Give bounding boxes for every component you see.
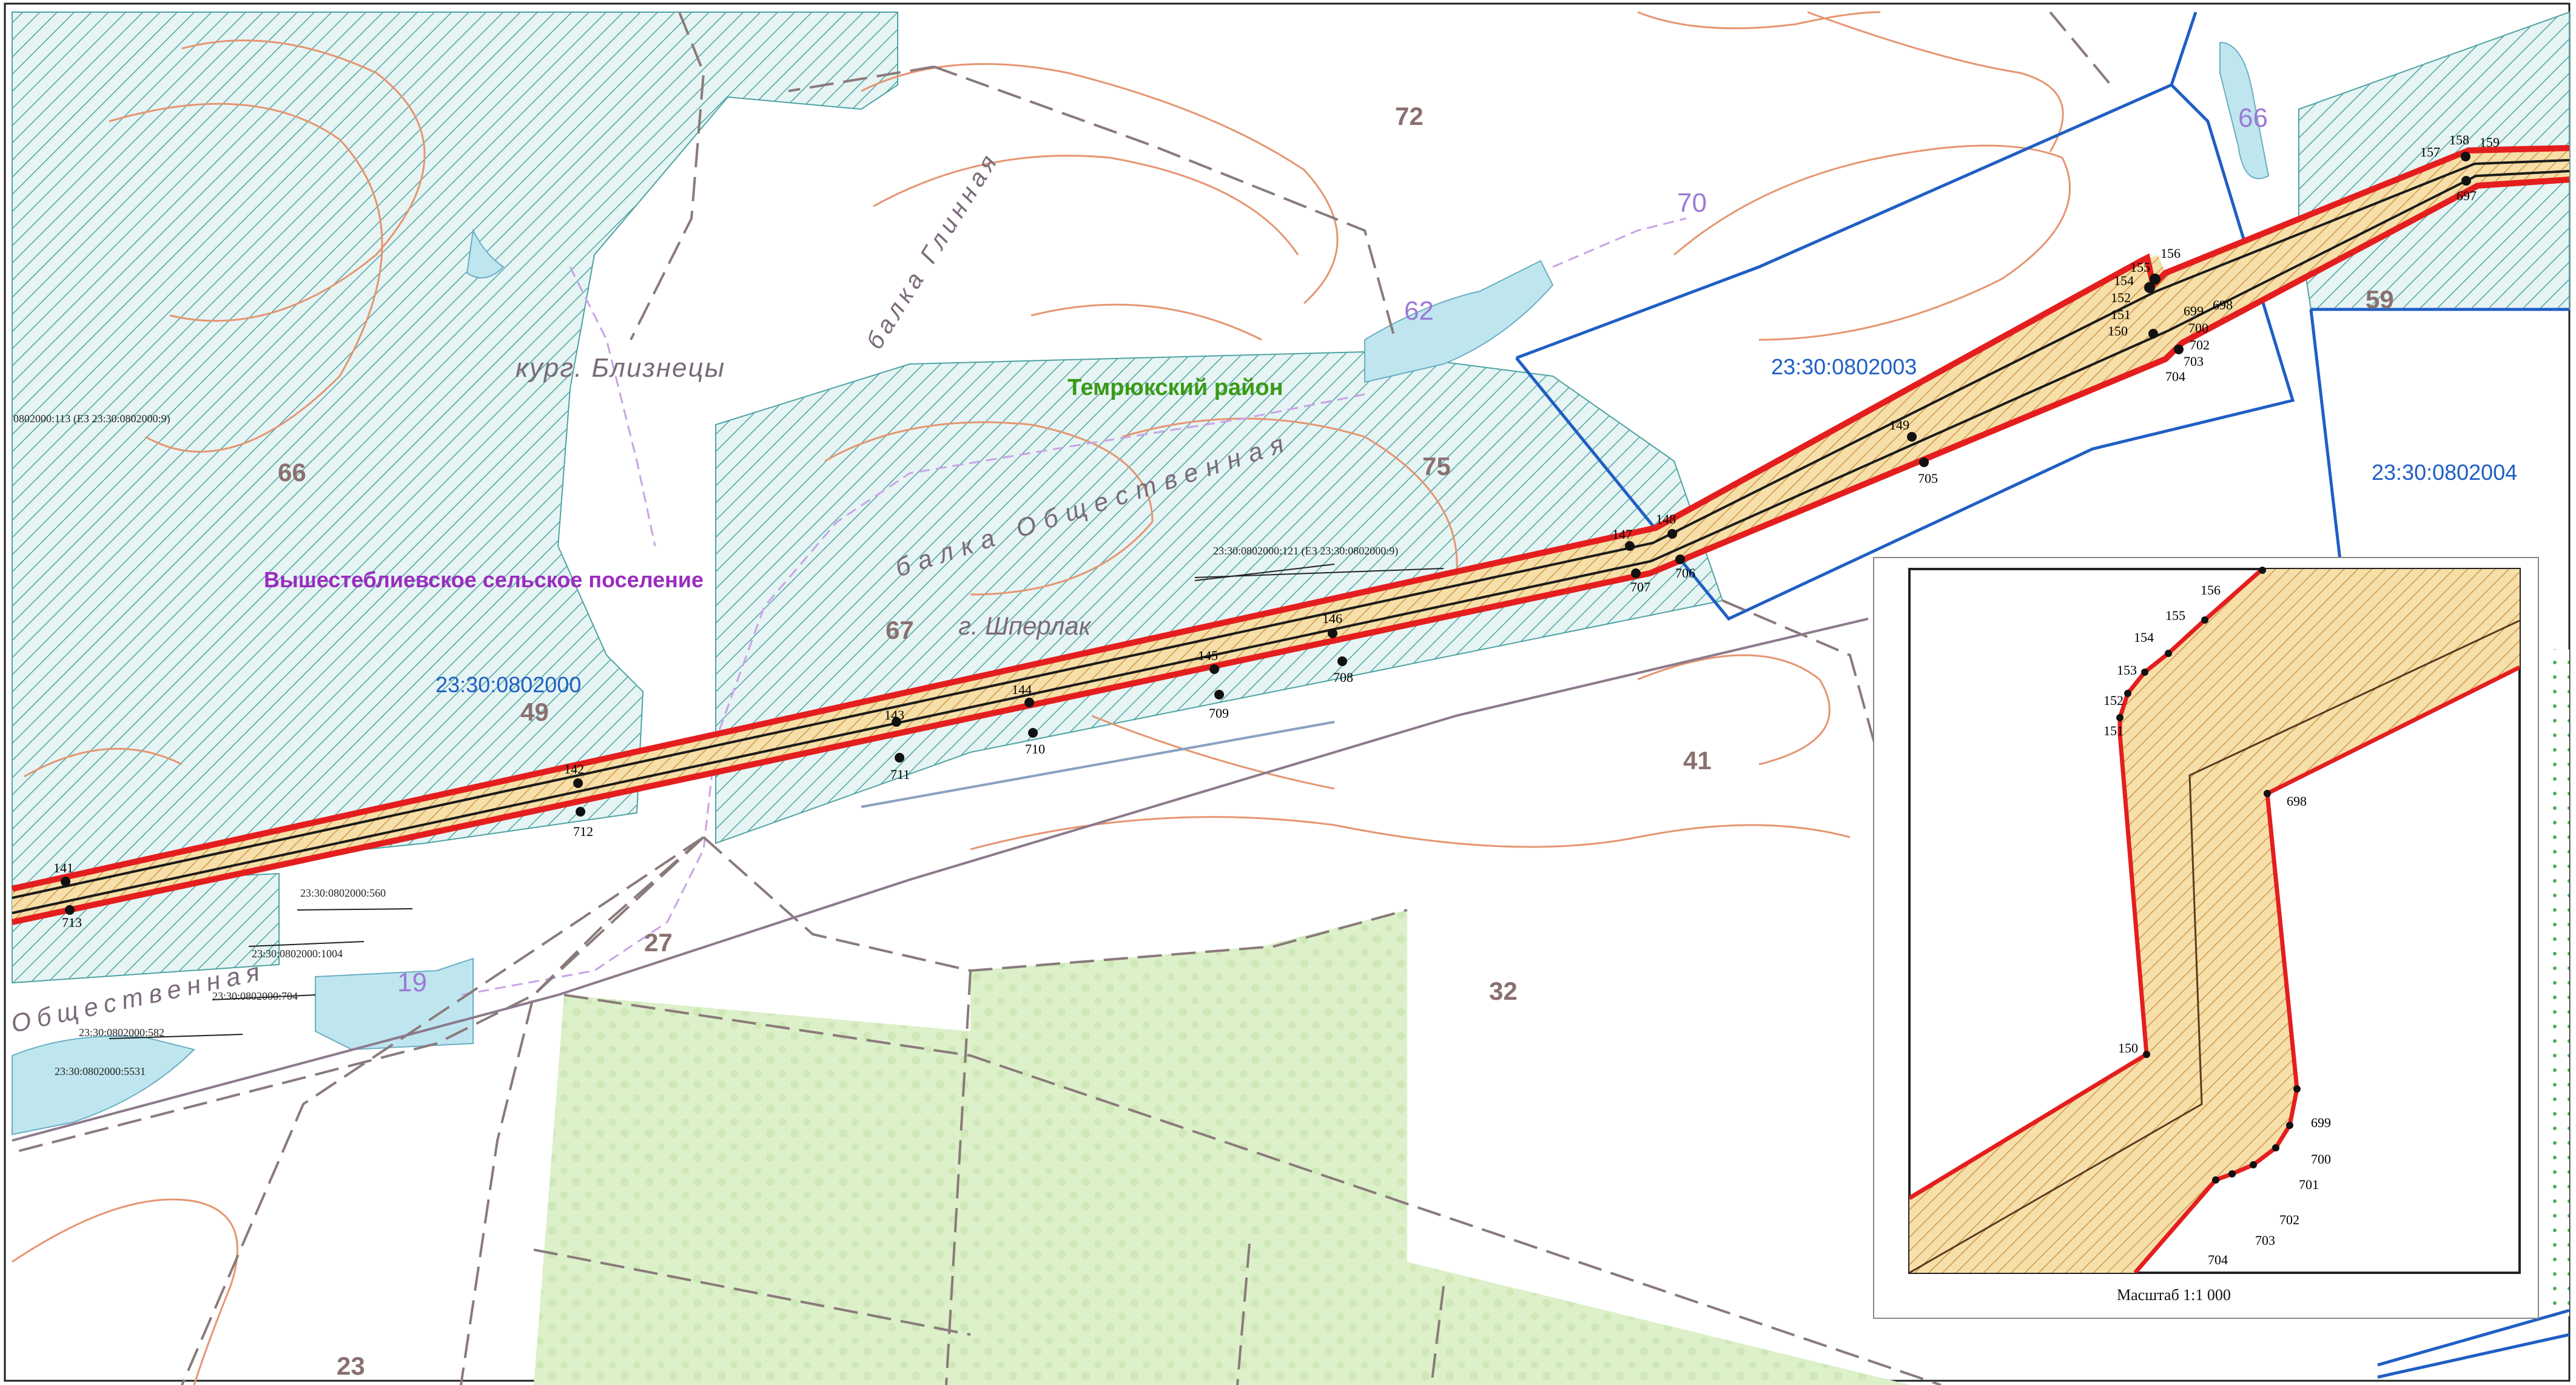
pt-150: 150 <box>2108 323 2128 339</box>
ref-560: 23:30:0802000:560 <box>300 887 386 899</box>
pt-706: 706 <box>1675 565 1695 581</box>
inset-pt-704: 704 <box>2208 1252 2228 1267</box>
kurgan-label: кург. Близнецы <box>516 353 725 383</box>
power-line <box>12 618 1869 1142</box>
pt-155: 155 <box>2130 260 2150 275</box>
pt-698: 698 <box>2213 297 2233 312</box>
parcel-72: 72 <box>1395 102 1424 130</box>
pt-713: 713 <box>62 915 82 930</box>
leader-lines <box>109 564 1444 1039</box>
water-62: 62 <box>1404 296 1434 326</box>
pt-709: 709 <box>1209 706 1229 721</box>
parcel-75: 75 <box>1422 452 1451 480</box>
footpaths <box>460 217 1687 996</box>
quarter-boundaries <box>1515 12 2570 1379</box>
pt-158: 158 <box>2449 132 2469 147</box>
parcel-27: 27 <box>644 928 673 957</box>
inset-pt-150: 150 <box>2118 1040 2138 1056</box>
pt-159: 159 <box>2480 135 2500 150</box>
pt-151: 151 <box>2111 307 2131 322</box>
parcel-23: 23 <box>337 1352 365 1380</box>
pt-700: 700 <box>2188 320 2208 335</box>
inset-pt-701: 701 <box>2299 1177 2319 1192</box>
inset-pt-152: 152 <box>2104 693 2124 708</box>
pt-712: 712 <box>573 824 593 839</box>
pt-697: 697 <box>2457 188 2477 203</box>
inset-pt-703: 703 <box>2255 1233 2275 1248</box>
pt-703: 703 <box>2184 354 2204 369</box>
parcel-32: 32 <box>1489 977 1518 1005</box>
inset-pt-154: 154 <box>2134 630 2154 645</box>
parcel-49: 49 <box>520 698 549 726</box>
balka-glinnaya-label: балка Глинная <box>861 146 1005 354</box>
ref-1004: 23:30:0802000:1004 <box>252 948 343 960</box>
parcel-67: 67 <box>886 616 914 644</box>
ref-5531: 23:30:0802000:5531 <box>55 1065 146 1077</box>
inset-pt-155: 155 <box>2165 608 2185 623</box>
inset-pt-156: 156 <box>2201 582 2221 598</box>
inset-pt-699: 699 <box>2311 1115 2331 1130</box>
inset-scale: Масштаб 1:1 000 <box>2117 1286 2231 1304</box>
green-fields <box>534 649 2569 1385</box>
district-label: Темрюкский район <box>1068 375 1283 400</box>
ref-582: 23:30:0802000:582 <box>79 1026 165 1039</box>
quarter-0802000: 23:30:0802000 <box>435 672 582 697</box>
pt-147: 147 <box>1612 527 1632 542</box>
settlement-label: Вышестеблиевское сельское поселение <box>264 567 704 592</box>
inset-canvas <box>1908 567 2521 1274</box>
inset-pt-153: 153 <box>2117 662 2137 678</box>
water-70: 70 <box>1677 188 1707 218</box>
pt-145: 145 <box>1198 648 1218 663</box>
inset-pt-702: 702 <box>2279 1212 2299 1227</box>
inset-panel: 156 155 154 153 152 151 698 150 699 700 … <box>1873 557 2539 1319</box>
pt-702: 702 <box>2190 337 2210 352</box>
pt-152: 152 <box>2111 290 2131 305</box>
pt-707: 707 <box>1630 579 1650 595</box>
pipeline-corridor <box>11 145 2570 925</box>
water-66: 66 <box>2238 103 2268 133</box>
quarter-0802003: 23:30:0802003 <box>1771 354 1917 379</box>
water-bodies <box>12 41 2270 1136</box>
pt-705: 705 <box>1918 471 1938 486</box>
pt-149: 149 <box>1889 417 1909 433</box>
pt-148: 148 <box>1656 511 1676 527</box>
water-19: 19 <box>397 968 427 997</box>
balka-obsh-label: балка Общественная <box>892 426 1296 582</box>
ref-704: 23:30:0802000:704 <box>212 990 298 1002</box>
sherlak-label: г. Шперлак <box>958 612 1091 640</box>
pt-708: 708 <box>1333 670 1353 685</box>
pt-146: 146 <box>1322 611 1342 626</box>
pt-711: 711 <box>890 767 910 782</box>
inset-pt-698: 698 <box>2287 794 2307 809</box>
ref-121: 23:30:0802000:121 (ЕЗ 23:30:0802000:9) <box>1213 545 1399 557</box>
parcel-59: 59 <box>2366 285 2394 314</box>
parcel-66: 66 <box>278 458 306 487</box>
pt-154: 154 <box>2114 273 2134 288</box>
inset-pt-151: 151 <box>2104 723 2124 738</box>
corridor-points <box>61 152 2471 915</box>
inset-pt-700: 700 <box>2311 1151 2331 1167</box>
pt-157: 157 <box>2420 144 2440 160</box>
parcel-boundaries <box>12 11 2112 1385</box>
pt-142: 142 <box>564 761 584 777</box>
quarter-0802004: 23:30:0802004 <box>2372 460 2518 485</box>
pt-156: 156 <box>2161 246 2181 261</box>
contour-lines <box>12 11 2071 1385</box>
pt-141: 141 <box>53 860 73 875</box>
ref-113: 0802000:113 (ЕЗ 23:30:0802000:9) <box>13 413 170 425</box>
pt-144: 144 <box>1012 682 1032 697</box>
parcel-41: 41 <box>1683 746 1712 775</box>
pt-710: 710 <box>1025 741 1045 757</box>
pt-143: 143 <box>884 707 904 723</box>
pt-699: 699 <box>2184 303 2204 318</box>
pt-704: 704 <box>2165 369 2185 384</box>
